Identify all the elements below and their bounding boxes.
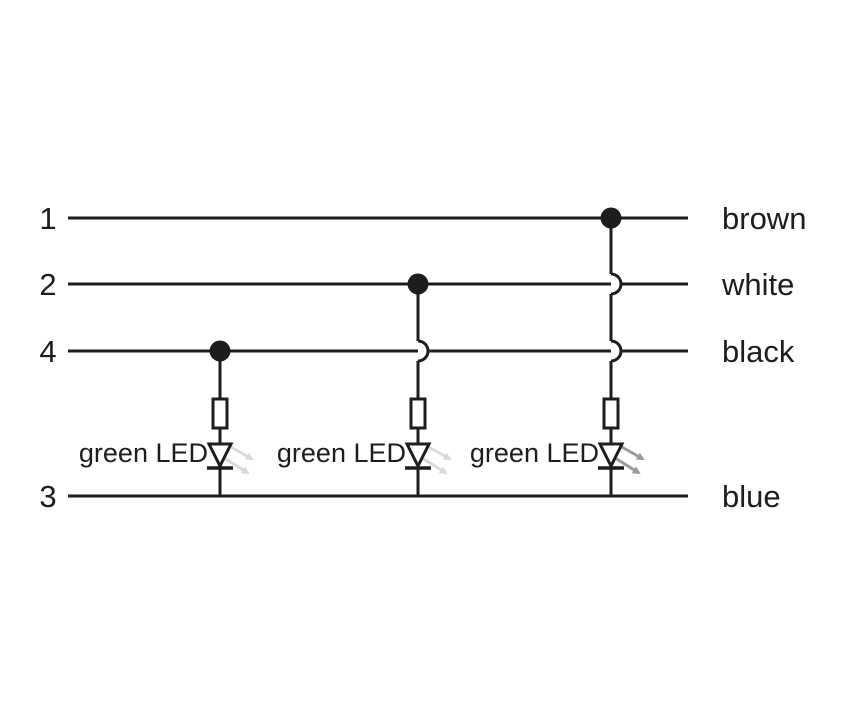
led-symbol (206, 442, 254, 475)
resistor-symbol (602, 397, 620, 430)
led-label: green LED (79, 438, 208, 468)
color-label-black: black (722, 334, 795, 369)
resistor-symbol (211, 397, 229, 430)
led-triangle (597, 442, 625, 470)
pin-number-labels: 1 2 4 3 (39, 201, 56, 514)
led-emission-arrow (421, 456, 448, 475)
wire-color-labels: brown white black blue (721, 201, 806, 514)
led-emission-arrow (614, 456, 641, 475)
pin-label-4: 4 (39, 334, 56, 369)
color-label-brown: brown (722, 201, 806, 236)
color-label-white: white (721, 267, 794, 302)
branch-2: green LED (277, 273, 452, 497)
pin-label-2: 2 (39, 267, 56, 302)
wire-hop (417, 339, 430, 363)
led-emission-arrow (619, 444, 645, 461)
wire-hop (610, 272, 623, 296)
branch-3: green LED (470, 207, 645, 497)
led-triangle (206, 442, 234, 470)
led-symbol (404, 442, 452, 475)
led-label: green LED (470, 438, 599, 468)
led-emission-arrow (228, 444, 254, 461)
pin-label-1: 1 (39, 201, 56, 236)
led-emission-arrow (426, 444, 452, 461)
color-label-blue: blue (722, 479, 781, 514)
led-emission-arrow (223, 456, 250, 475)
wire-hop (610, 339, 623, 363)
conductor-wires (68, 216, 688, 498)
pin-label-3: 3 (39, 479, 56, 514)
branch-1: green LED (79, 340, 254, 497)
led-triangle (404, 442, 432, 470)
resistor-symbol (409, 397, 427, 430)
led-symbol (597, 442, 645, 475)
led-label: green LED (277, 438, 406, 468)
